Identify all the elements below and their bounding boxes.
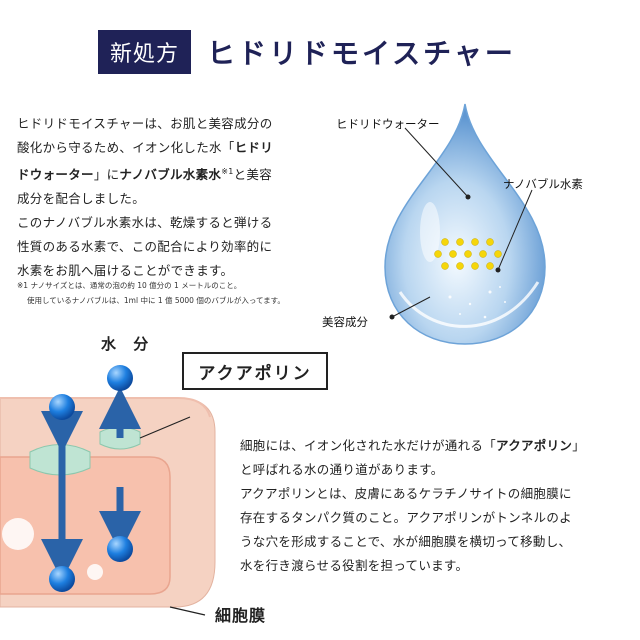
page-title: ヒドリドモイスチャー bbox=[207, 37, 516, 70]
water-ball bbox=[107, 365, 133, 391]
nanobubble-dots bbox=[434, 238, 502, 270]
intro-line-3-nano: ナノバブル水素水 bbox=[119, 167, 222, 183]
body-line-3: アクアポリンとは、皮膚にあるケラチノサイトの細胞膜に bbox=[240, 486, 572, 501]
intro-text: ヒドリドモイスチャーは、お肌と美容成分の 酸化から守るため、イオン化した水「ヒド… bbox=[17, 112, 302, 283]
footnote-line-1: ※1 ナノサイズとは、通常の泡の約 10 億分の 1 メートルのこと。 bbox=[17, 281, 242, 290]
cell-membrane-diagram bbox=[0, 365, 216, 616]
drop-shape bbox=[384, 103, 546, 345]
intro-line-5: このナノバブル水素水は、乾燥すると弾ける bbox=[17, 215, 273, 231]
body-line-1c: 」 bbox=[572, 438, 586, 453]
title-badge: 新処方 bbox=[98, 30, 192, 74]
water-ball bbox=[107, 536, 133, 562]
body-line-5: うな穴を形成することで、水が細胞膜を横切って移動し、 bbox=[240, 534, 572, 549]
intro-footnote-ref: ※1 bbox=[221, 167, 234, 176]
aquaporin-label-box: アクアポリン bbox=[182, 352, 328, 390]
water-ball bbox=[49, 394, 75, 420]
body-line-4: 存在するタンパク質のこと。アクアポリンがトンネルのよ bbox=[240, 510, 572, 525]
intro-line-2: 酸化から守るため、イオン化した水「 bbox=[17, 140, 235, 155]
intro-line-7: 水素をお肌へ届けることができます。 bbox=[17, 263, 234, 279]
aquaporin-explanation: 細胞には、イオン化された水だけが通れる「アクアポリン」 と呼ばれる水の通り道があ… bbox=[240, 434, 630, 578]
footnote: ※1 ナノサイズとは、通常の泡の約 10 億分の 1 メートルのこと。 使用して… bbox=[17, 278, 317, 308]
title-group: 新処方 ヒドリドモイスチャー bbox=[98, 30, 516, 74]
label-nanobubble-hydrogen: ナノバブル水素 bbox=[503, 177, 583, 191]
intro-line-3: 」に bbox=[93, 167, 120, 183]
intro-line-3-end: と美容 bbox=[233, 167, 273, 183]
body-line-2: と呼ばれる水の通り道があります。 bbox=[240, 462, 444, 477]
intro-line-1: ヒドリドモイスチャーは、お肌と美容成分の bbox=[17, 116, 273, 131]
footnote-line-2: 使用しているナノバブルは、1ml 中に 1 億 5000 個のバブルが入ってます… bbox=[27, 296, 285, 305]
intro-line-3-bold: ドウォーター bbox=[17, 167, 94, 183]
water-drop-illustration bbox=[384, 103, 546, 345]
intro-line-2-bold: ヒドリ bbox=[234, 140, 274, 155]
cell-membrane-label: 細胞膜 bbox=[215, 606, 267, 625]
label-hydride-water: ヒドリドウォーター bbox=[336, 117, 440, 131]
intro-line-4: 成分を配合しました。 bbox=[17, 191, 146, 207]
label-beauty-ingredients: 美容成分 bbox=[322, 315, 368, 329]
water-ball bbox=[49, 566, 75, 592]
body-line-6: 水を行き渡らせる役割を担っています。 bbox=[240, 558, 469, 573]
body-line-1-bold: アクアポリン bbox=[496, 438, 573, 453]
body-line-1a: 細胞には、イオン化された水だけが通れる「 bbox=[240, 438, 497, 453]
water-label: 水 分 bbox=[101, 335, 155, 353]
intro-line-6: 性質のある水素で、この配合により効率的に bbox=[17, 239, 273, 255]
